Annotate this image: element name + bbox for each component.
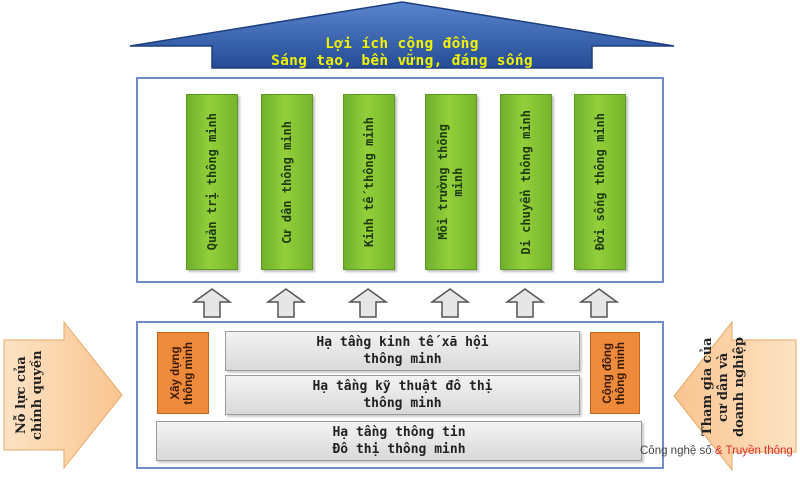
up-arrow-icon xyxy=(192,288,232,318)
information-line2: Đô thị thông minh xyxy=(332,442,466,457)
pillar-label: Môi trường thông minh xyxy=(436,124,465,240)
pillar-smart-living: Đời sống thông minh xyxy=(574,94,626,270)
up-arrow-icon xyxy=(579,288,619,318)
pillar-label: Quản trị thông minh xyxy=(204,113,219,251)
technical-line2: thông minh xyxy=(363,396,442,411)
smart-construction-label: Xây dựng thông minh xyxy=(170,341,195,405)
pillar-label: Cư dân thông minh xyxy=(279,120,294,244)
roof-subtitle: Sáng tạo, bền vững, đáng sống xyxy=(271,53,533,69)
watermark-part2: & Truyền thông xyxy=(714,445,793,457)
pillar-label: Kinh tế thông minh xyxy=(361,116,376,248)
up-arrow-icon xyxy=(266,288,306,318)
pillar-smart-environment: Môi trường thông minh xyxy=(425,94,477,270)
roof-title: Lợi ích cộng đồng xyxy=(325,36,479,52)
socio-economic-line1: Hạ tầng kinh tế xã hội xyxy=(316,335,489,350)
smart-community-label: Cộng đồng thông minh xyxy=(602,341,627,405)
citizen-business-participation-label: Tham gia của cư dân và doanh nghiệp xyxy=(700,337,747,437)
up-arrow-icon xyxy=(430,288,470,318)
watermark-part1: Công nghệ số xyxy=(640,445,715,457)
socio-economic-infrastructure: Hạ tầng kinh tế xã hội thông minh xyxy=(225,331,580,371)
roof-banner xyxy=(129,1,675,69)
socio-economic-line2: thông minh xyxy=(363,352,442,367)
technical-infrastructure: Hạ tầng kỹ thuật đô thị thông minh xyxy=(225,375,580,415)
pillar-label: Đời sống thông minh xyxy=(592,113,607,251)
technical-line1: Hạ tầng kỹ thuật đô thị xyxy=(312,379,493,394)
right-arrow-icon xyxy=(3,320,123,470)
information-line1: Hạ tầng thông tin xyxy=(332,425,466,440)
watermark: Công nghệ số & Truyền thông xyxy=(640,445,793,457)
left-arrow-icon xyxy=(673,320,797,472)
information-infrastructure: Hạ tầng thông tin Đô thị thông minh xyxy=(156,421,642,461)
pillar-label: Di chuyển thông minh xyxy=(518,109,533,255)
up-arrow-icon xyxy=(348,288,388,318)
government-effort-label: Nỗ lực của chính quyền xyxy=(14,350,45,440)
pillar-smart-governance: Quản trị thông minh xyxy=(186,94,238,270)
pillar-smart-economy: Kinh tế thông minh xyxy=(343,94,395,270)
pillar-smart-mobility: Di chuyển thông minh xyxy=(500,94,552,270)
pillar-smart-citizens: Cư dân thông minh xyxy=(261,94,313,270)
smart-construction-box: Xây dựng thông minh xyxy=(157,332,209,414)
up-arrow-icon xyxy=(505,288,545,318)
smart-community-box: Cộng đồng thông minh xyxy=(590,332,640,414)
